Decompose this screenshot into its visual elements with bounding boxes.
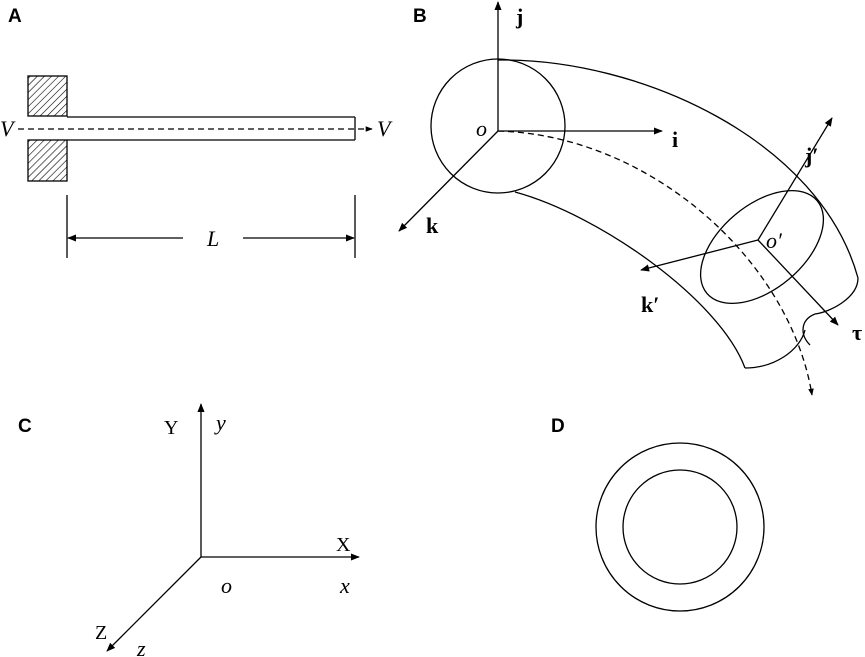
inner-circle [622,469,738,585]
label-k-prime: k′ [641,292,659,317]
pipe-inner-wall [514,191,746,369]
pipe-end-top [814,277,859,315]
label-x: x [339,573,350,598]
pipe-centerline [497,130,814,396]
panel-label-d: D [551,416,565,437]
label-z: z [136,636,146,657]
label-origin-prime: o′ [766,228,783,253]
axis-z [106,556,202,652]
panel-label-a: A [8,6,22,27]
label-Z: Z [95,622,107,644]
label-k: k [426,213,439,238]
panel-a-straight-pipe: V V L [0,75,393,258]
label-origin: o [476,116,487,141]
panel-c-coordinate-axes: Y y X x Z z o [95,403,360,657]
pipe-outer-wall [497,59,859,279]
panel-b-curved-pipe: j i k o j′ k′ o′ τ [398,1,862,396]
label-j: j [515,4,523,29]
label-X: X [336,534,351,556]
clamp-bottom [27,139,68,182]
axis-k [398,130,499,232]
label-j-prime: j′ [804,143,819,168]
label-Y: Y [164,417,178,439]
outlet-cross-section [699,189,825,305]
label-i: i [672,127,678,152]
velocity-out-label: V [377,116,393,141]
panel-label-b: B [413,6,427,27]
panel-label-c: C [18,416,32,437]
axis-tau [757,239,839,326]
axis-k-prime [640,239,759,272]
label-origin-c: o [221,573,232,598]
axis-j-prime [757,117,833,241]
pipe-end-bottom [744,329,806,369]
label-tau: τ [852,320,862,345]
pipe-end-curl [802,313,816,346]
outer-circle [595,442,765,612]
clamp-top [27,75,68,117]
velocity-in-label: V [0,116,16,141]
label-y: y [214,410,226,435]
length-label: L [206,226,219,251]
panel-d-cross-section [595,442,765,612]
